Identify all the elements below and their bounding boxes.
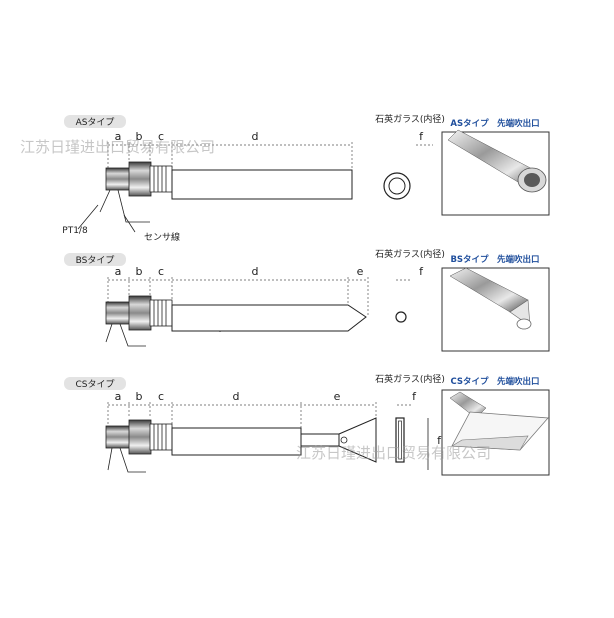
callout-pt18: PT1/8 [62, 226, 88, 236]
type-tag-bg [64, 377, 126, 390]
photo-title: ASタイプ 先端吹出口 [450, 118, 539, 129]
photo-title: BSタイプ 先端吹出口 [450, 254, 539, 265]
dim-label-d: d [252, 130, 259, 143]
callout-sensor-wire: センサ線 [144, 231, 180, 243]
dim-label-f: f [419, 265, 424, 278]
dim-label-e: e [357, 265, 364, 278]
dimension-lines [107, 277, 410, 332]
dim-label-d: d [233, 390, 240, 403]
dim-label-b: b [136, 390, 143, 403]
nozzle-tube [171, 169, 353, 200]
glass-label: 石英ガラス(内径) [375, 248, 445, 260]
photo-title: CSタイプ 先端吹出口 [450, 376, 539, 387]
dim-label-f: f [419, 130, 424, 143]
nozzle-photo [449, 267, 532, 330]
nozzle-tube [171, 304, 367, 332]
section-cs: CSタイプ a b c d e f g f [64, 373, 550, 476]
dim-label-a: a [115, 390, 122, 403]
flat-nozzle-tip [300, 417, 377, 463]
dim-label-c: c [158, 265, 164, 278]
type-tag: CSタイプ [76, 379, 115, 390]
type-tag-bg [64, 115, 126, 128]
glass-cross-section [383, 172, 411, 200]
glass-cross-section [395, 417, 405, 463]
type-tag: BSタイプ [76, 255, 115, 266]
type-tag: ASタイプ [76, 117, 115, 128]
dim-label-a: a [115, 130, 122, 143]
dim-label-e: e [334, 390, 341, 403]
watermark-text: 江苏日瑾进出口贸易有限公司 [296, 444, 491, 462]
type-tag-bg [64, 253, 126, 266]
glass-label: 石英ガラス(内径) [375, 113, 445, 125]
dim-label-f-side: f [437, 434, 442, 447]
dim-label-c: c [158, 390, 164, 403]
watermark-text: 江苏日瑾进出口贸易有限公司 [20, 138, 215, 156]
dim-label-f-top: f [412, 390, 417, 403]
fitting [105, 295, 173, 347]
fitting [105, 419, 173, 473]
dim-label-c: c [158, 130, 164, 143]
glass-label: 石英ガラス(内径) [375, 373, 445, 385]
dim-label-a: a [115, 265, 122, 278]
dim-label-d: d [252, 265, 259, 278]
section-bs: BSタイプ a b c d e f g [64, 248, 550, 352]
glass-cross-section [395, 311, 407, 323]
nozzle-photo [447, 129, 547, 193]
section-as: ASタイプ a b c d f g [62, 113, 550, 243]
fitting [99, 161, 173, 223]
dim-label-b: b [136, 265, 143, 278]
dim-label-b: b [136, 130, 143, 143]
nozzle-tube [171, 427, 302, 456]
nozzle-photo [449, 391, 549, 451]
